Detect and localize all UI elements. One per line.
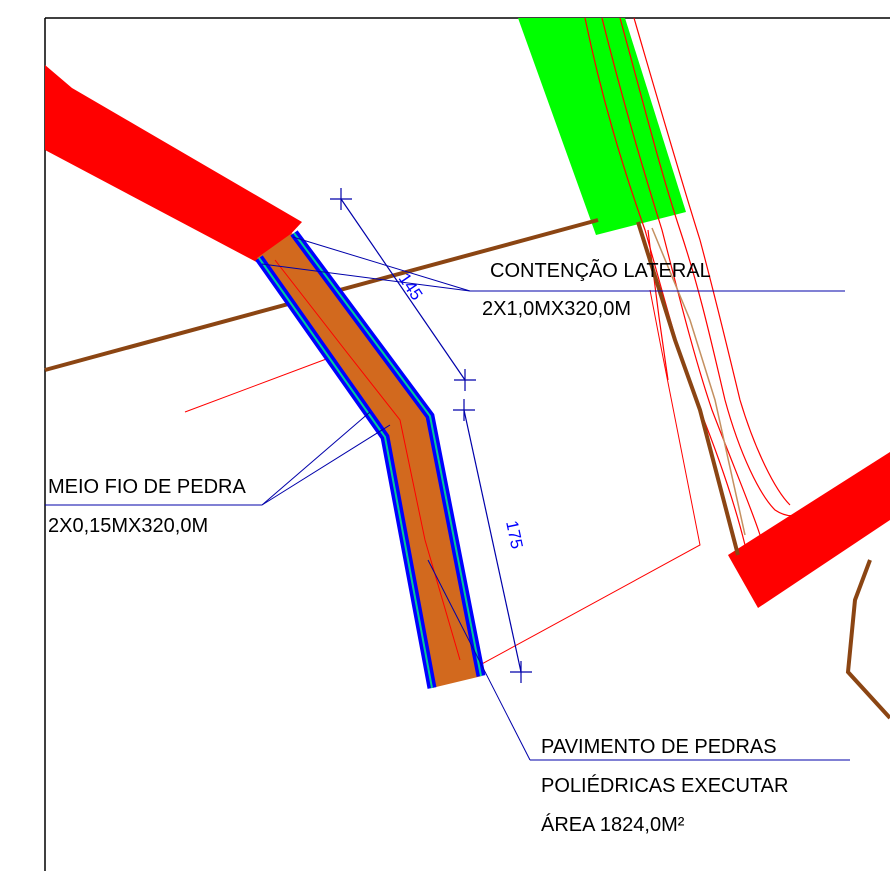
red-road-upper-left: [45, 65, 302, 265]
leader-pavimento: [427, 559, 850, 761]
dimension-lower: [453, 399, 532, 683]
red-road-lower-right: [728, 452, 890, 608]
curb-right: [290, 230, 486, 677]
dimension-lower-label: 175: [502, 519, 526, 551]
meio-fio-size: 2X0,15MX320,0M: [48, 515, 208, 537]
contencao-title: CONTENÇÃO LATERAL: [490, 258, 711, 282]
red-contour-lines: [584, 17, 811, 546]
leader-contencao: [261, 236, 845, 292]
pavimento-line3: ÁREA 1824,0M²: [541, 813, 685, 836]
dimension-upper: [330, 188, 476, 391]
meio-fio-title: MEIO FIO DE PEDRA: [48, 476, 246, 498]
contencao-size: 2X1,0MX320,0M: [482, 298, 631, 320]
green-area: [518, 18, 686, 235]
pavimento-line2: POLIÉDRICAS EXECUTAR: [541, 774, 788, 797]
pavimento-line1: PAVIMENTO DE PEDRAS: [541, 736, 777, 758]
curb-left: [255, 255, 437, 689]
pavement-inner-line: [274, 259, 461, 661]
leader-meio-fio: [45, 411, 391, 506]
pavement-band: [257, 233, 482, 688]
